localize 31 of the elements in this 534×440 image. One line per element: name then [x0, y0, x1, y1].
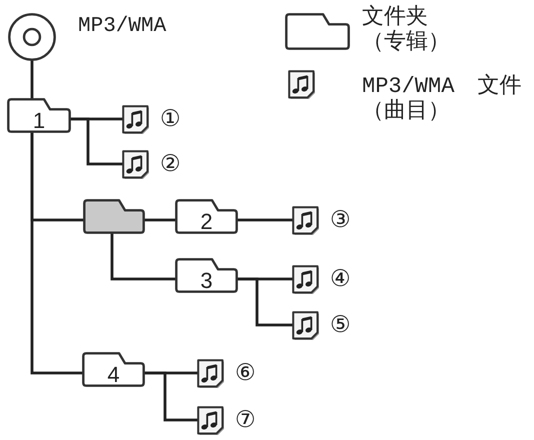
track-number: ③: [330, 207, 351, 233]
track-number: ⑤: [330, 312, 351, 338]
music-file-icon: [197, 406, 224, 434]
connector-line: [70, 118, 123, 166]
connector-line: [110, 233, 176, 280]
track-number: ⑦: [235, 407, 256, 433]
music-file-icon: [292, 310, 319, 340]
track-number: ⑥: [235, 360, 256, 386]
connector-line: [30, 132, 83, 374]
track-number: ④: [330, 266, 351, 292]
connector-line: [30, 60, 34, 99]
connector-line: [237, 218, 293, 222]
folder: 4: [82, 352, 145, 387]
music-file-icon: [292, 206, 319, 234]
disc-label: MP3/WMA: [78, 14, 166, 40]
disc-icon: [8, 13, 56, 61]
folder: [83, 199, 145, 234]
connector-line: [144, 372, 198, 422]
folder: 1: [7, 98, 71, 133]
folder: 2: [175, 199, 238, 234]
track-number: ①: [160, 106, 181, 132]
music-file-icon: [122, 104, 149, 134]
connector-line: [144, 218, 176, 222]
track-number: ②: [160, 151, 181, 177]
music-file-icon: [197, 358, 224, 388]
legend-label: MP3/WMA 文件（曲目）: [362, 74, 523, 124]
music-file-icon: [292, 264, 319, 294]
folder: 3: [175, 258, 238, 293]
music-file-icon: [122, 150, 149, 178]
connector-line: [237, 278, 293, 326]
legend-label: 文件夹（专辑）: [362, 5, 451, 55]
